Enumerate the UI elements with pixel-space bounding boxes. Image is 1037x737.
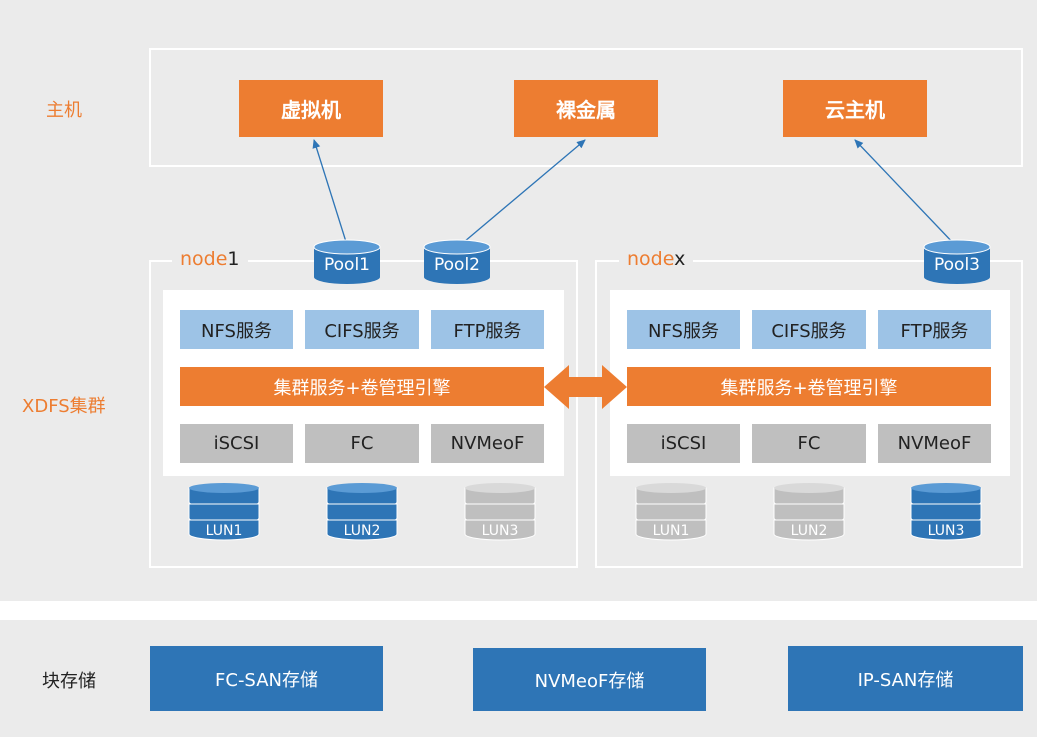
pool3: Pool3 [923,239,991,285]
nodex-nvmeof: NVMeoF [878,424,991,463]
nodex-fc: FC [752,424,866,463]
storage-ip-san: IP-SAN存储 [788,646,1023,711]
nodex-lun3: LUN3 [910,482,982,544]
block-storage-label: 块存储 [42,671,96,692]
nodex-title-suffix: x [674,248,686,270]
pool2: Pool2 [423,239,491,285]
nodex-box [595,260,1023,568]
node1-engine: 集群服务+卷管理引擎 [180,367,544,406]
pool3-label: Pool3 [934,255,980,275]
lun-label: LUN2 [343,523,381,539]
lun-label: LUN1 [652,523,690,539]
lun-label: LUN1 [205,523,243,539]
nodex-engine: 集群服务+卷管理引擎 [627,367,991,406]
node1-fc: FC [305,424,419,463]
pool3-cylinder-icon [923,239,991,284]
disk-stack-icon [773,483,845,541]
lun-label: LUN3 [481,523,519,539]
host-baremetal: 裸金属 [514,80,658,137]
node1-title: node1 [172,248,248,270]
pool1: Pool1 [313,239,381,285]
nodex-title: nodex [619,248,694,270]
nodex-title-prefix: node [627,248,675,270]
pool1-label: Pool1 [324,255,370,275]
storage-fc-san: FC-SAN存储 [150,646,383,711]
lun-label: LUN2 [790,523,828,539]
pool3-to-cloud-arrow [854,139,958,248]
node1-cifs-service: CIFS服务 [305,310,419,349]
host-container [149,48,1023,167]
node1-lun2: LUN2 [326,482,398,544]
nodex-iscsi: iSCSI [627,424,740,463]
nodex-lun2: LUN2 [773,482,845,544]
pool2-label: Pool2 [434,255,480,275]
disk-stack-icon [326,483,398,541]
nodex-cifs-service: CIFS服务 [752,310,866,349]
lun-label: LUN3 [927,523,965,539]
node1-lun3: LUN3 [464,482,536,544]
pool2-to-baremetal-arrow [457,139,586,248]
nodex-ftp-service: FTP服务 [878,310,991,349]
node1-ftp-service: FTP服务 [431,310,544,349]
pool2-cylinder-icon [423,239,491,284]
pool1-to-vm-arrow [312,139,348,246]
host-cloud: 云主机 [783,80,927,137]
storage-nvmeof: NVMeoF存储 [473,648,706,711]
nodex-nfs-service: NFS服务 [627,310,740,349]
cluster-label: XDFS集群 [22,396,106,417]
nodex-lun1: LUN1 [635,482,707,544]
pool1-cylinder-icon [313,239,381,284]
disk-stack-icon [464,483,536,541]
node1-lun1: LUN1 [188,482,260,544]
node1-nfs-service: NFS服务 [180,310,293,349]
node1-title-suffix: 1 [227,248,240,270]
node1-iscsi: iSCSI [180,424,293,463]
disk-stack-icon [188,483,260,541]
host-vm: 虚拟机 [239,80,383,137]
node1-title-prefix: node [180,248,228,270]
disk-stack-icon [910,483,982,541]
disk-stack-icon [635,483,707,541]
node1-nvmeof: NVMeoF [431,424,544,463]
node-sync-double-arrow [544,365,627,409]
host-label: 主机 [46,100,82,121]
